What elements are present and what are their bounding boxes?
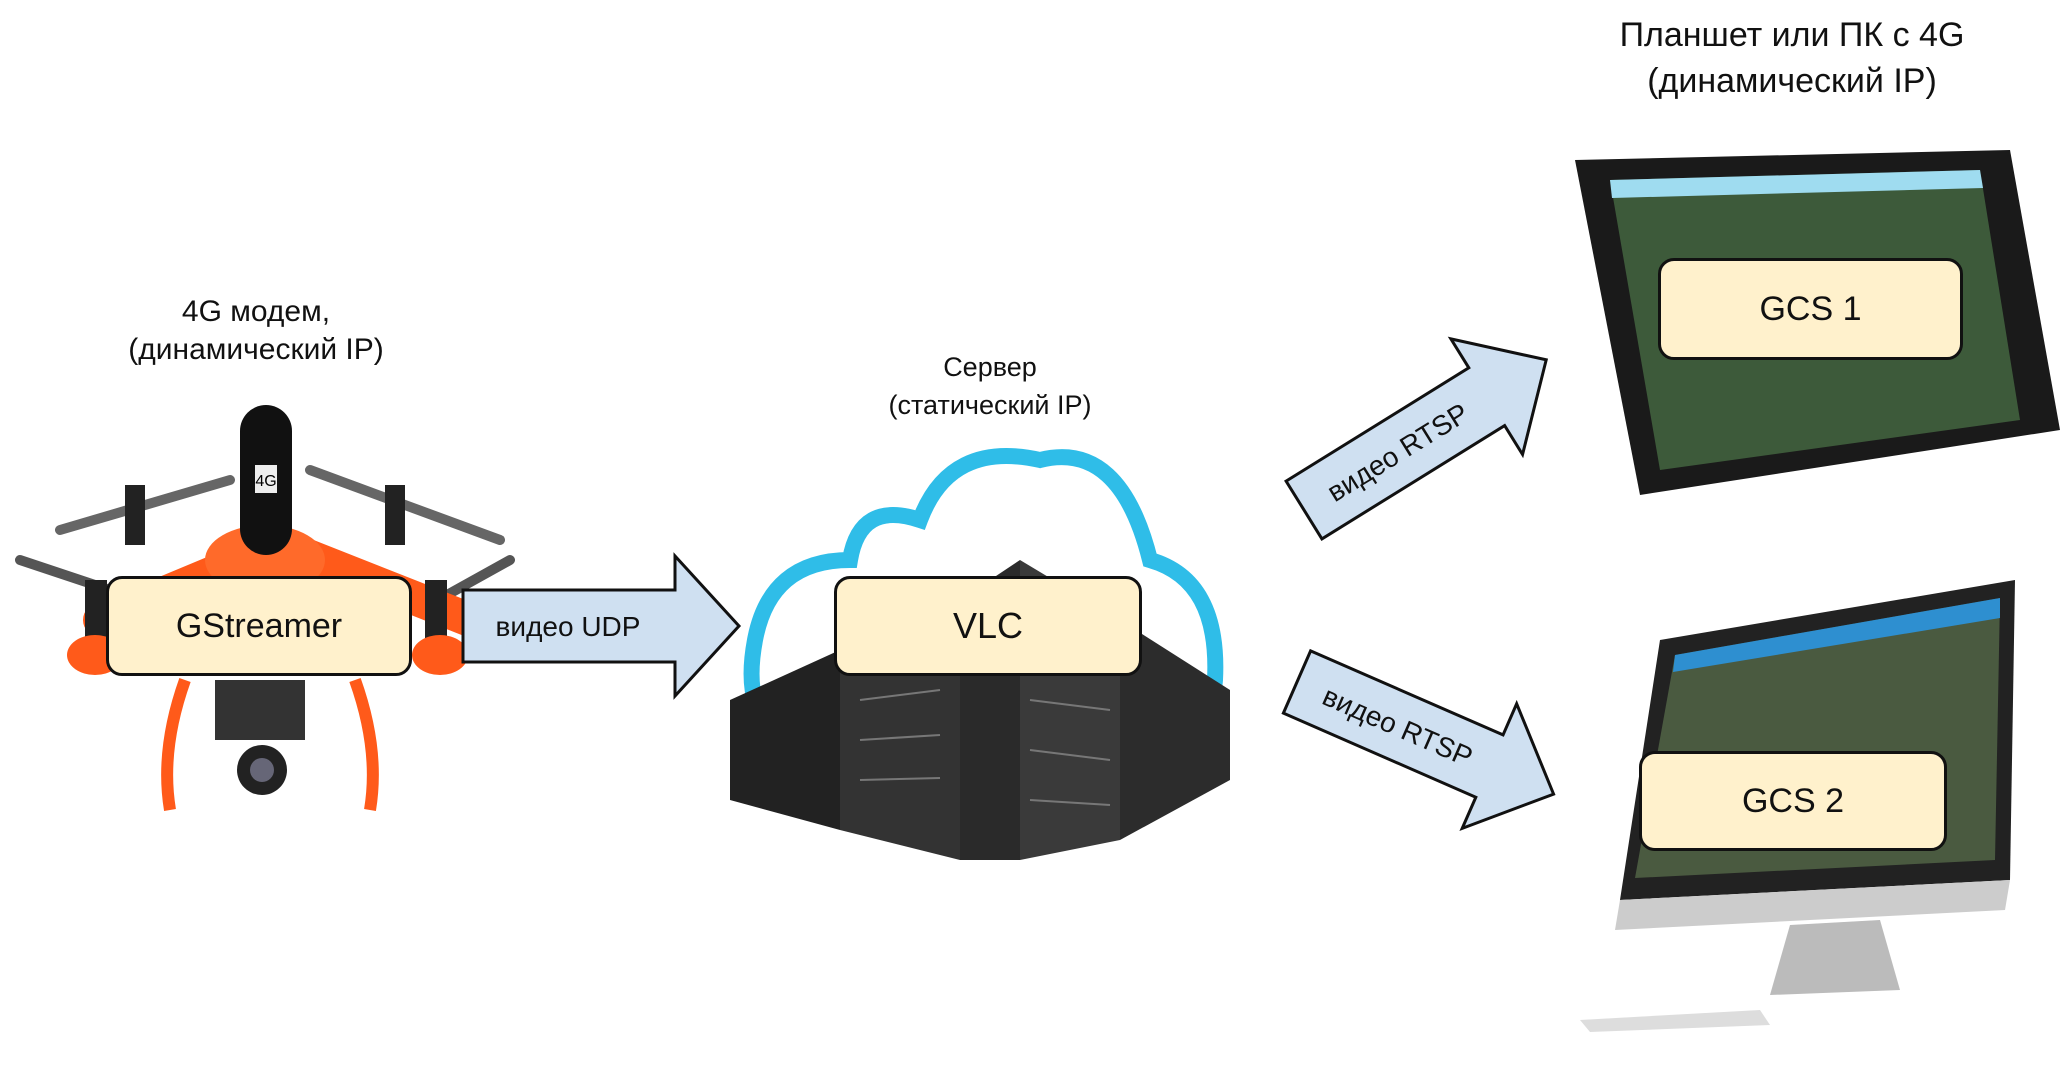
- caption-line: Сервер: [943, 352, 1037, 382]
- cloud-icon: [743, 448, 1224, 748]
- caption-line: (статический IP): [888, 390, 1092, 420]
- gstreamer-box: GStreamer: [106, 576, 412, 676]
- caption-line: (динамический IP): [128, 333, 384, 366]
- arrow-rtsp-2: видео RTSP: [1281, 648, 1556, 832]
- gcs1-box: GCS 1: [1658, 258, 1963, 360]
- caption-line: (динамический IP): [1647, 62, 1937, 100]
- server-caption: Сервер (статический IP): [889, 348, 1092, 424]
- gcs2-box: GCS 2: [1639, 751, 1947, 851]
- clients-caption: Планшет или ПК с 4G (динамический IP): [1620, 12, 1965, 104]
- edge-label-udp: видео UDP: [496, 611, 641, 642]
- modem-badge: 4G: [255, 473, 276, 490]
- arrow-rtsp-1: видео RTSP: [1284, 336, 1549, 541]
- vlc-box: VLC: [834, 576, 1142, 676]
- drone-caption: 4G модем, (динамический IP): [128, 293, 384, 369]
- arrow-udp: видео UDP: [461, 552, 742, 700]
- caption-line: 4G модем,: [181, 295, 331, 328]
- caption-line: Планшет или ПК с 4G: [1619, 16, 1965, 54]
